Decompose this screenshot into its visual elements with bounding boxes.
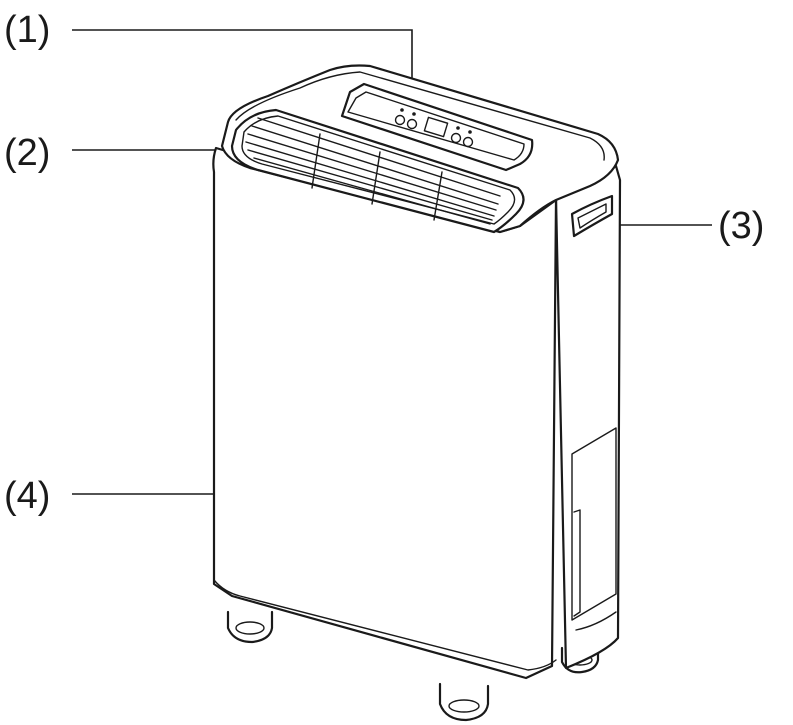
callout-label-2: (2) xyxy=(4,132,50,174)
side-panel xyxy=(554,164,622,670)
control-button xyxy=(394,114,474,148)
indicator-light xyxy=(400,108,472,134)
air-outlet-grille xyxy=(230,108,525,234)
front-base-line xyxy=(213,579,557,671)
water-tank xyxy=(571,427,617,631)
side-handle-inner xyxy=(577,203,607,229)
callout-label-1: (1) xyxy=(4,9,50,51)
top-cover-inner-edge xyxy=(235,71,605,161)
callout-label-3: (3) xyxy=(718,205,764,247)
front-wheel xyxy=(438,682,490,722)
callout-label-4: (4) xyxy=(4,475,50,517)
control-display xyxy=(423,116,449,138)
rear-left-wheel xyxy=(226,610,274,644)
